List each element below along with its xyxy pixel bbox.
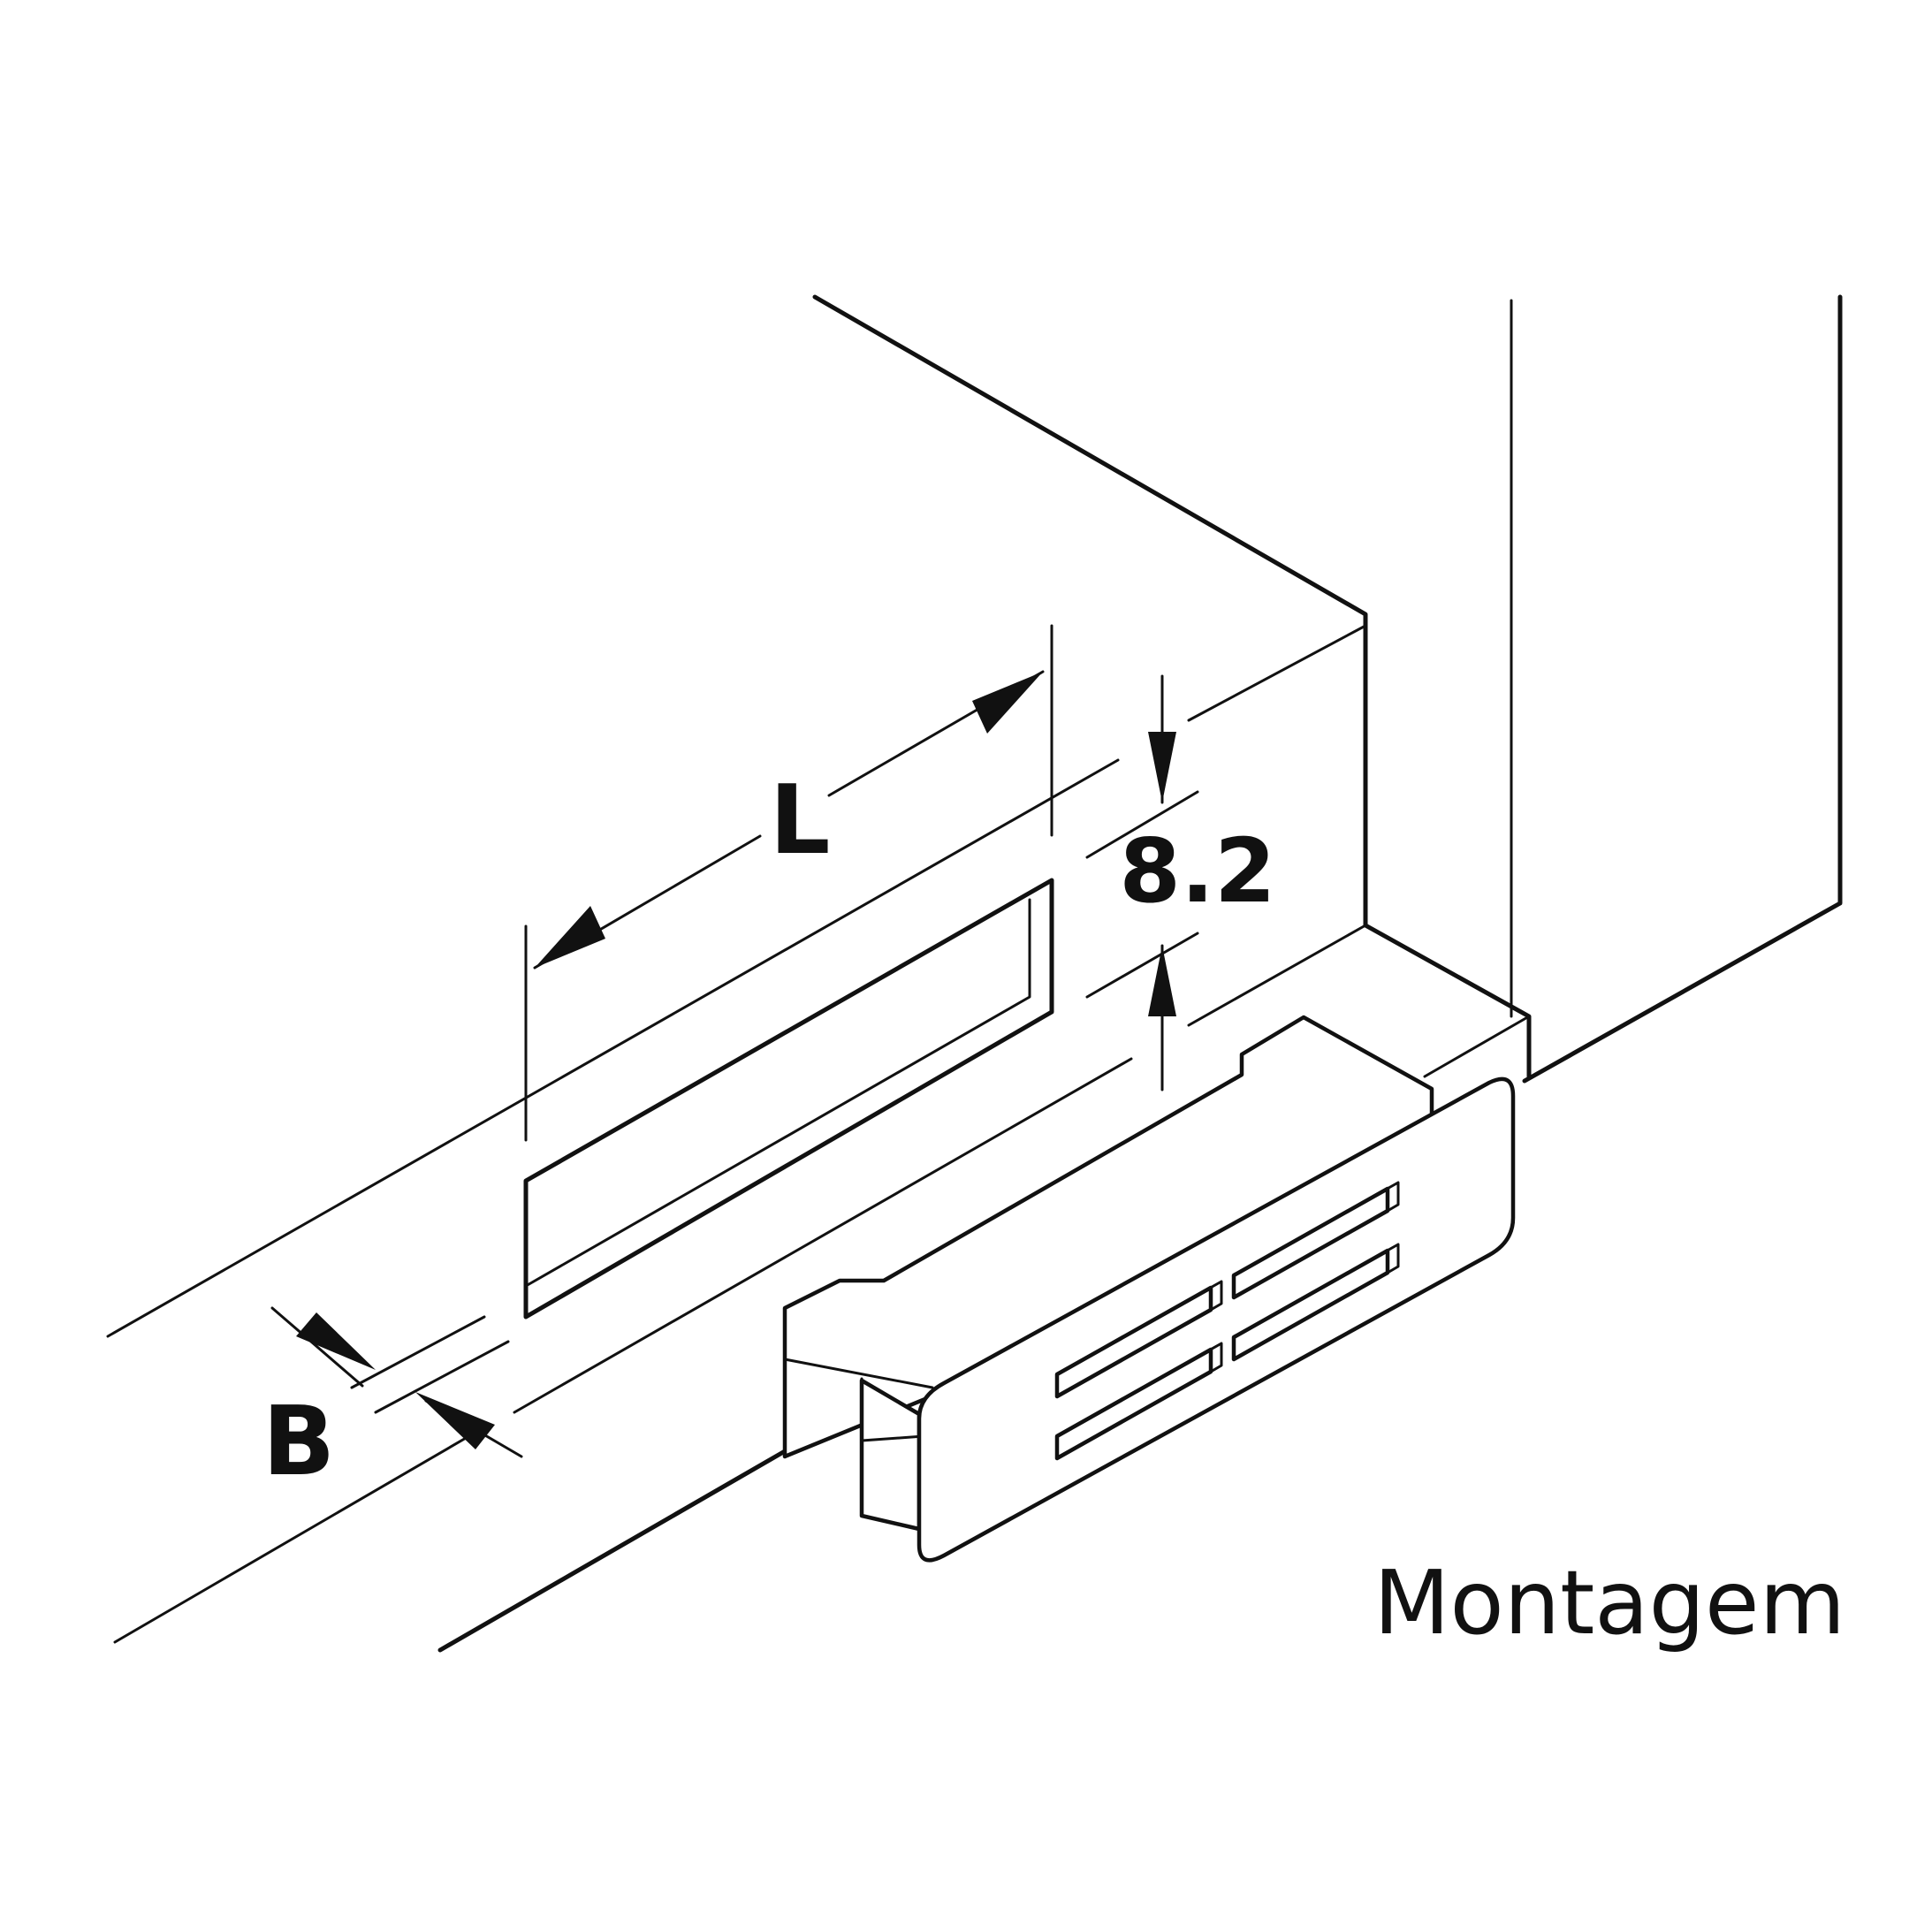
recess-slot (523, 878, 1054, 1320)
dimension-height: 8.2 (1085, 674, 1276, 1092)
grip-ribs (1054, 1181, 1400, 1461)
height-label: 8.2 (1119, 819, 1275, 923)
arrowhead-down (1148, 732, 1176, 802)
arrowhead-b-2 (415, 1392, 495, 1449)
caption: Montagem (1373, 1551, 1845, 1654)
width-label: B (262, 1387, 335, 1497)
arrowhead-right (972, 672, 1043, 734)
dimension-length: L (524, 624, 1053, 1142)
cabinet-outline (106, 294, 1843, 1653)
arrowhead-b-1 (296, 1312, 376, 1370)
arrowhead-up (1148, 946, 1176, 1016)
dimension-width: B (262, 1306, 523, 1497)
length-label: L (770, 765, 831, 876)
magnetic-catch (782, 1015, 1516, 1563)
arrowhead-left (535, 906, 605, 968)
